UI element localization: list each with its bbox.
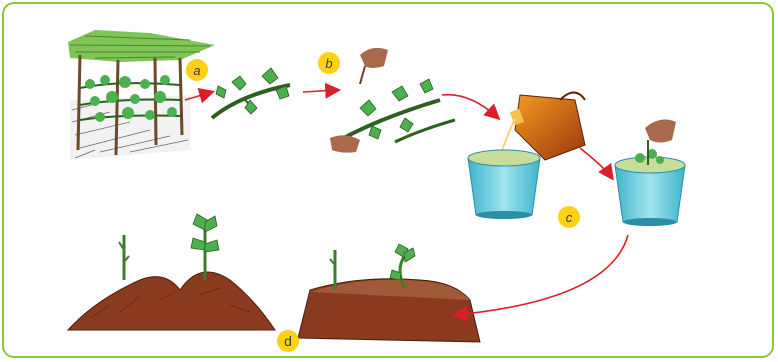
flow-arrow — [455, 235, 628, 315]
hand-icon — [360, 48, 388, 84]
step-badge-c: c — [558, 206, 580, 228]
hand-icon — [645, 120, 676, 143]
bucket-icon — [615, 140, 685, 226]
plant-seedling-icon — [191, 214, 219, 280]
soil-mound-icon — [298, 279, 480, 342]
flow-arrow — [580, 148, 612, 178]
vine-cutting-icon — [340, 79, 455, 142]
flow-arrow — [442, 95, 498, 118]
flow-arrow — [303, 90, 338, 92]
step-badge-b: b — [318, 52, 340, 74]
step-badge-d: d — [277, 330, 299, 352]
trellis-shelter-icon — [68, 30, 215, 160]
plant-seedling-icon — [119, 235, 129, 280]
hand-icon — [330, 135, 360, 152]
soil-mound-icon — [68, 272, 275, 330]
bucket-icon — [468, 150, 540, 219]
vine-cutting-icon — [212, 68, 290, 118]
step-badge-a: a — [186, 59, 208, 81]
